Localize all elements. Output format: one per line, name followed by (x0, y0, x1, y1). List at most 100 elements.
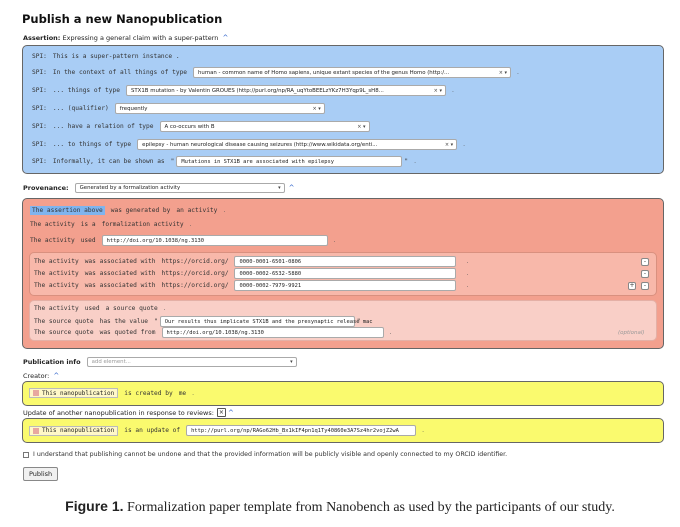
relation-type-select[interactable]: A co-occurs with B × ▾ (159, 121, 370, 132)
consent-checkbox[interactable] (23, 451, 29, 458)
assertion-row-text: ... to things of type (52, 141, 132, 148)
creator-collapse-icon[interactable]: ^ (53, 372, 60, 380)
assertion-row-3: SPI: ... things of type STX1B mutation -… (32, 85, 454, 96)
provenance-template-select[interactable]: Generated by a formalization activity ▾ (74, 183, 285, 193)
row-end: . (466, 270, 469, 277)
nanopub-self-reference[interactable]: This nanopublication (29, 388, 119, 398)
consent-text: I understand that publishing cannot be u… (33, 451, 508, 458)
assertion-label: Assertion: (23, 34, 61, 42)
clear-dropdown-icon[interactable]: × ▾ (444, 141, 454, 148)
nanopub-self-reference[interactable]: This nanopublication (29, 425, 119, 436)
things-type-value: STX1B mutation - by Valentin GROUES (htt… (130, 87, 384, 94)
informal-statement-input[interactable]: Mutations in STX1B are associated with e… (176, 156, 403, 167)
clear-dropdown-icon[interactable]: × ▾ (498, 69, 508, 76)
orcid-input[interactable]: 0000-0002-7979-9921 (234, 280, 457, 291)
quote-close: " (404, 158, 409, 165)
caption-text: Formalization paper template from Nanobe… (127, 500, 615, 515)
nanopub-chip-label: This nanopublication (42, 427, 115, 434)
row-end: . (422, 427, 425, 434)
remove-row-button[interactable]: - (641, 270, 649, 278)
update-collapse-icon[interactable]: ^ (227, 408, 234, 417)
clear-dropdown-icon[interactable]: × ▾ (312, 105, 321, 112)
page-title: Publish a new Nanopublication (22, 12, 223, 26)
row-end: . (389, 329, 392, 336)
quote-row-3: The source quote was quoted from http://… (34, 327, 391, 338)
assertion-row-7: SPI: Informally, it can be shown as " Mu… (32, 156, 416, 167)
object: an activity (176, 207, 218, 214)
verb: is created by (124, 389, 173, 397)
creator-panel (22, 381, 664, 406)
creator-header: Creator: ^ (23, 372, 59, 380)
row-end: . (189, 221, 192, 228)
provenance-collapse-icon[interactable]: ^ (288, 184, 295, 192)
things-type-select[interactable]: STX1B mutation - by Valentin GROUES (htt… (125, 85, 446, 96)
verb: is an update of (124, 427, 181, 434)
nanopub-chip-label: This nanopublication (42, 389, 115, 397)
add-element-placeholder: add element... (91, 359, 131, 365)
remove-row-button[interactable]: - (641, 258, 649, 266)
add-element-select[interactable]: add element... ▾ (86, 357, 297, 367)
creator-row: This nanopublication is created by me . (29, 388, 194, 398)
subject: The activity (34, 270, 79, 277)
provenance-row-3: The activity used http://doi.org/10.1038… (30, 235, 336, 246)
context-type-value: human - common name of Homo sapiens, uni… (198, 69, 450, 76)
assertion-collapse-icon[interactable]: ^ (222, 34, 229, 42)
qualifier-value: frequently (119, 105, 148, 112)
context-type-select[interactable]: human - common name of Homo sapiens, uni… (193, 67, 512, 78)
clear-dropdown-icon[interactable]: × ▾ (357, 123, 366, 130)
row-end: . (333, 237, 336, 244)
pubinfo-header: Publication info add element... ▾ (23, 357, 297, 367)
subject: The activity (30, 221, 75, 228)
source-quote-input[interactable]: Our results thus implicate STX1B and the… (159, 316, 373, 327)
subject: The activity (34, 305, 79, 312)
remove-row-button[interactable]: - (641, 282, 649, 290)
assertion-row-5: SPI: ... have a relation of type A co-oc… (32, 121, 370, 132)
update-of-input[interactable]: http://purl.org/np/RAGo62Hb_Bx1kIF4pn1q1… (186, 425, 417, 436)
quoted-from-input[interactable]: http://doi.org/10.1038/ng.3130 (161, 327, 384, 338)
figure-caption: Figure 1. Formalization paper template f… (0, 498, 680, 516)
creator-label: Creator: (23, 372, 50, 380)
association-row: The activity was associated with https:/… (34, 268, 468, 279)
subject: The source quote (34, 329, 94, 336)
clear-dropdown-icon[interactable]: × ▾ (433, 87, 442, 94)
target-type-select[interactable]: epilepsy - human neurological disease ca… (137, 139, 458, 150)
subject: The activity (30, 237, 75, 244)
assertion-row-text: This is a super-pattern instance . (52, 53, 180, 60)
orcid-input[interactable]: 0000-0001-6501-0806 (234, 256, 457, 267)
close-icon[interactable]: × (216, 408, 226, 417)
spi-prefix: SPI: (32, 105, 47, 112)
update-row: This nanopublication is an update of htt… (29, 425, 424, 436)
pubinfo-label: Publication info (23, 358, 81, 366)
subject: The activity (34, 282, 79, 289)
verb: was associated with (84, 270, 156, 277)
provenance-header: Provenance: Generated by a formalization… (23, 183, 294, 193)
publish-button[interactable]: Publish (23, 467, 59, 481)
row-end: . (463, 141, 466, 148)
quote-open: " (170, 158, 175, 165)
assertion-description: Expressing a general claim with a super-… (62, 34, 219, 42)
quote-open: " (154, 318, 158, 325)
assertion-row-text: In the context of all things of type (52, 69, 188, 76)
add-row-button[interactable]: + (628, 282, 636, 290)
verb: was generated by (110, 207, 171, 214)
object: a source quote (105, 305, 158, 312)
assertion-row-text: ... have a relation of type (52, 123, 154, 130)
assertion-header: Assertion: Expressing a general claim wi… (23, 34, 228, 42)
spi-prefix: SPI: (32, 87, 47, 94)
subject: The source quote (34, 318, 94, 325)
row-end: . (466, 282, 469, 289)
spi-prefix: SPI: (32, 141, 47, 148)
update-label: Update of another nanopublication in res… (23, 408, 214, 417)
verb: was associated with (84, 282, 156, 289)
object: formalization activity (101, 221, 184, 228)
provenance-row-1: The assertion above was generated by an … (30, 206, 225, 215)
chevron-down-icon[interactable]: ▾ (290, 359, 293, 365)
assertion-reference[interactable]: The assertion above (30, 206, 105, 215)
assertion-row-text: ... (qualifier) (52, 105, 109, 112)
chevron-down-icon[interactable]: ▾ (278, 185, 281, 191)
orcid-prefix: https://orcid.org/ (161, 258, 229, 265)
activity-used-input[interactable]: http://doi.org/10.1038/ng.3130 (101, 235, 328, 246)
orcid-input[interactable]: 0000-0002-6532-5880 (234, 268, 457, 279)
verb: was quoted from (99, 329, 156, 336)
qualifier-select[interactable]: frequently × ▾ (114, 103, 325, 114)
